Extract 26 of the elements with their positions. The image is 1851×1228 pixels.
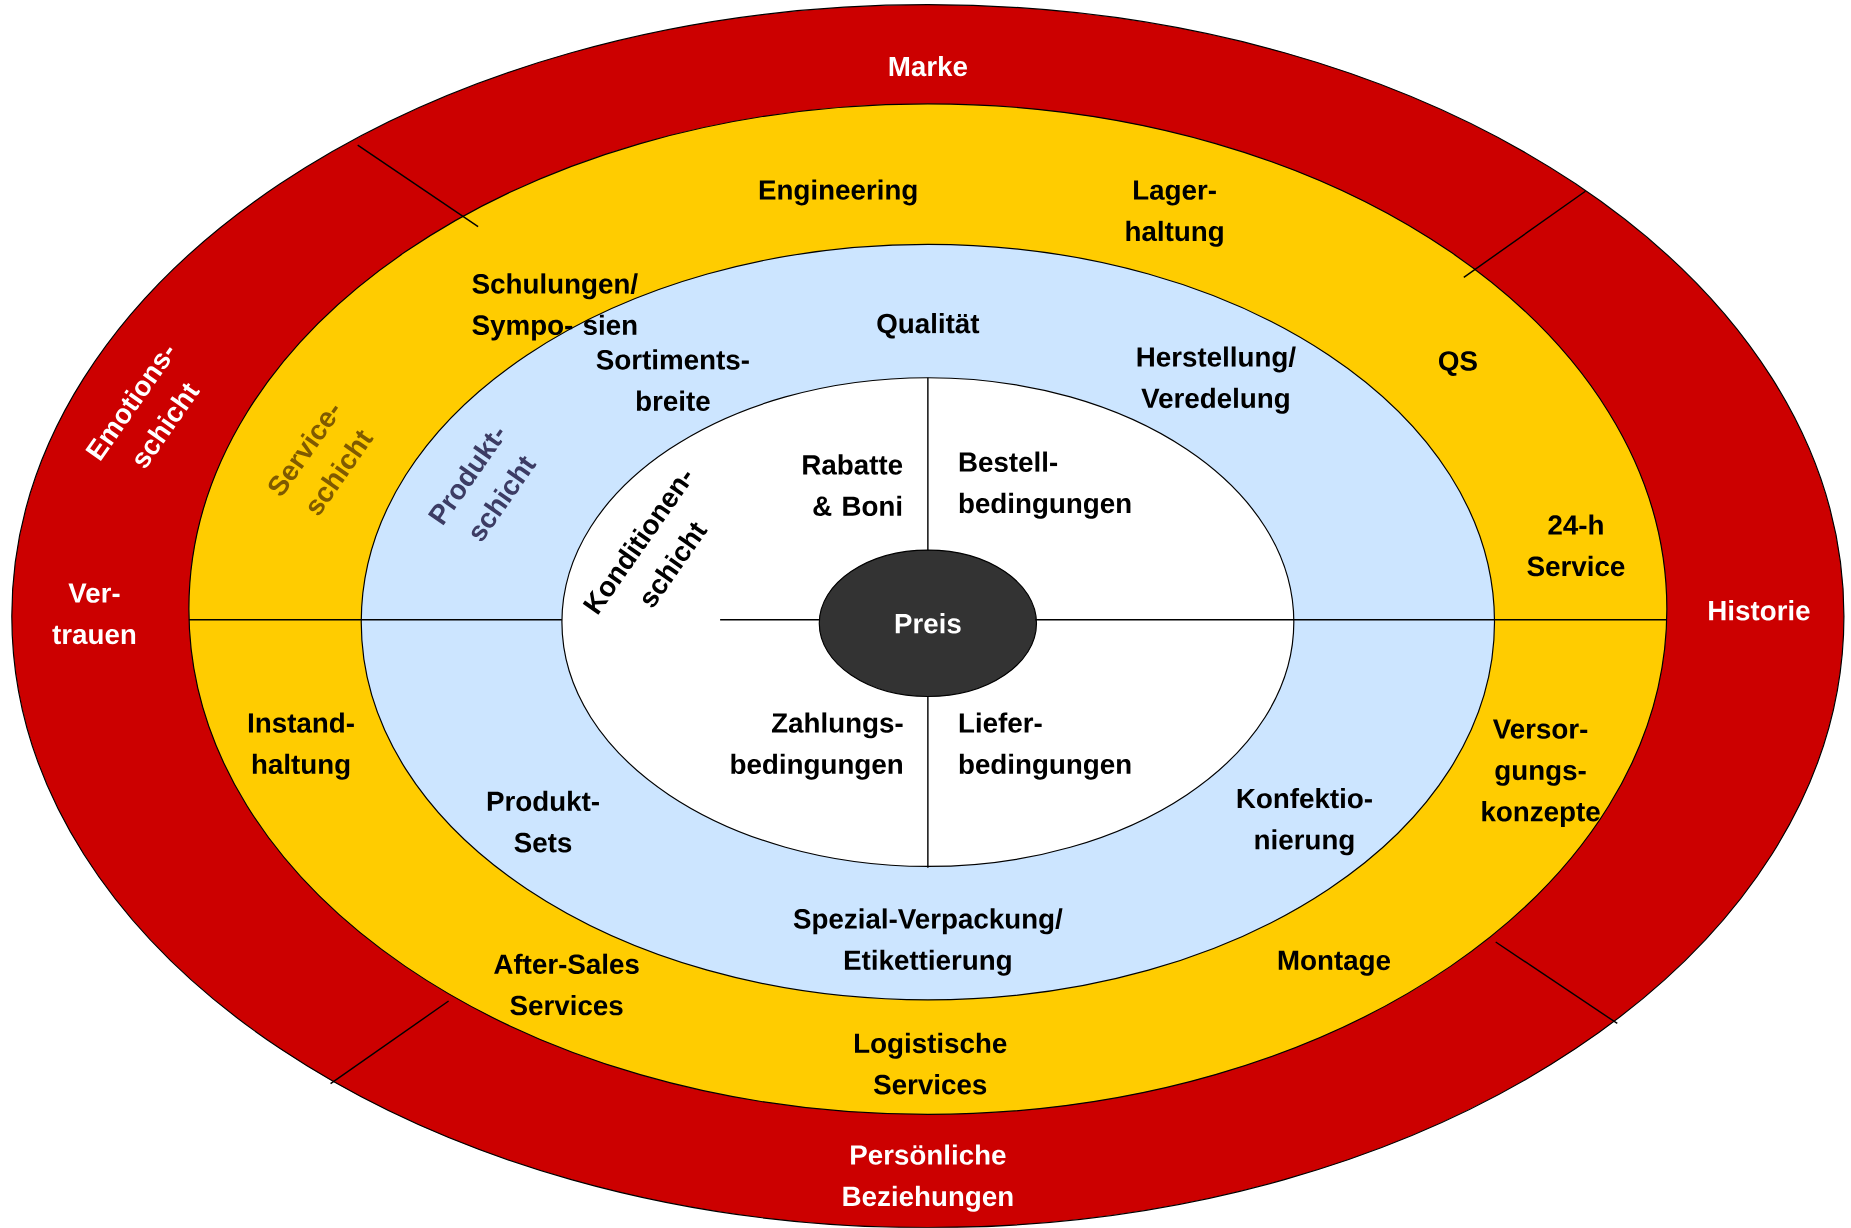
layer-label: Montage xyxy=(1278,950,1391,976)
layer-label: Produkt- Sets xyxy=(487,790,599,853)
layer-label: Schulungen/ Sympo- sien xyxy=(472,273,638,341)
layer-label: Liefer- bedingungen xyxy=(959,712,1131,780)
layer-label: Engineering xyxy=(759,179,917,206)
layer-label: QS xyxy=(1439,351,1477,377)
layer-label: Versor- gungs- konzepte xyxy=(1482,719,1600,828)
layer-label: Qualität xyxy=(877,313,980,339)
layer-label: After-Sales Services xyxy=(494,953,639,1016)
layer-label: Herstellung/ Veredelung xyxy=(1137,346,1296,414)
layer-label: Konfektio- nierung xyxy=(1237,788,1372,856)
layer-label: Ver- trauen xyxy=(52,583,136,645)
layer-label: Rabatte & Boni xyxy=(803,454,903,517)
layer-label: Spezial-Verpackung/ Etikettierung xyxy=(793,908,1063,976)
layer-label: Historie xyxy=(1709,600,1810,621)
layer-label: Zahlungs- bedingungen xyxy=(731,712,903,780)
layer-label: Logistische Services xyxy=(855,1032,1007,1095)
layer-label: Preis xyxy=(895,613,961,634)
layer-label: Bestell- bedingungen xyxy=(959,451,1131,519)
layer-label: Lager- haltung xyxy=(1126,180,1223,247)
layer-label: Instand- haltung xyxy=(248,712,354,780)
layer-label: 24-h Service xyxy=(1527,514,1625,577)
layer-label: Persönliche Beziehungen xyxy=(843,1144,1013,1212)
layer-label: Marke xyxy=(889,56,967,77)
layer-label: Sortiments- breite xyxy=(596,349,749,412)
layer-ellipse xyxy=(818,549,1038,698)
